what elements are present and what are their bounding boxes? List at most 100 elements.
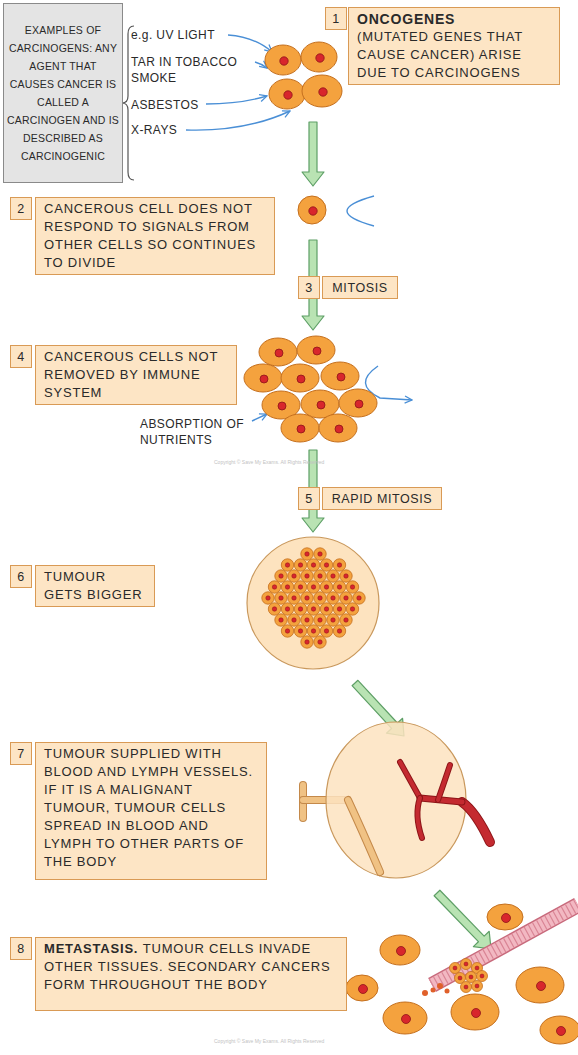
cell-nucleus: [318, 574, 322, 578]
tumour-cell: [288, 614, 300, 626]
cell-nucleus: [350, 607, 354, 611]
tumour-cell: [268, 581, 280, 593]
vessel: [417, 798, 422, 838]
step-box: METASTASIS.TUMOUR CELLS INVADE OTHER TIS…: [35, 937, 347, 1011]
cell-nucleus: [313, 347, 321, 355]
cell: [383, 1002, 427, 1034]
cell-nucleus: [284, 91, 292, 99]
carcinogen-example: TAR IN TOBACCO SMOKE: [131, 54, 255, 86]
step-number: 2: [17, 201, 25, 217]
step-number-box: 4: [10, 345, 32, 368]
spreading-cell: [437, 983, 443, 989]
tumour-cell: [275, 614, 287, 626]
cell-nucleus: [453, 966, 457, 970]
tumour-cell: [307, 559, 319, 571]
cell: [346, 975, 378, 1001]
tumour-cell: [301, 548, 313, 560]
tumour-cell: [288, 592, 300, 604]
tumour-cell: [307, 603, 319, 615]
cell-nucleus: [324, 607, 328, 611]
copyright-watermark: Copyright © Save My Exams. All Rights Re…: [214, 459, 374, 465]
tumour-cell: [314, 548, 326, 560]
annotation: ABSORPTION OF NUTRIENTS: [140, 416, 250, 448]
cell-nucleus: [335, 425, 343, 433]
tumour-cell: [314, 570, 326, 582]
cell-nucleus: [298, 607, 302, 611]
vessel: [438, 765, 450, 800]
cell-nucleus: [279, 596, 283, 600]
cell: [319, 414, 357, 442]
cell-nucleus: [311, 585, 315, 589]
cell: [516, 967, 564, 1003]
cell-cluster: [265, 42, 342, 109]
vessel-outline: [400, 762, 420, 798]
cell-nucleus: [337, 585, 341, 589]
tumour-cell: [275, 592, 287, 604]
tumour-cell: [333, 603, 345, 615]
agent-arrow: [228, 35, 272, 52]
cell-nucleus: [318, 618, 322, 622]
tumour-outline: [247, 537, 379, 669]
step-number: 3: [305, 280, 313, 296]
process-label: RAPID MITOSIS: [332, 491, 433, 507]
signal-arrow: [347, 196, 374, 226]
copyright-watermark: Copyright © Save My Exams. All Rights Re…: [214, 1038, 374, 1044]
cell-nucleus: [285, 585, 289, 589]
cell-nucleus: [266, 596, 270, 600]
vessel: [462, 802, 490, 842]
cell: [380, 935, 420, 965]
vessel: [400, 762, 420, 798]
cell: [298, 196, 326, 224]
cell-nucleus: [318, 596, 322, 600]
cell-nucleus: [260, 375, 268, 383]
illustration-layer: [122, 26, 578, 1044]
tumour-cell: [340, 592, 352, 604]
cell-nucleus: [318, 552, 322, 556]
process-box: MITOSIS: [322, 276, 398, 299]
cell-nucleus: [472, 1009, 481, 1018]
cell-nucleus: [297, 375, 305, 383]
vessel: [348, 800, 380, 872]
cell-nucleus: [331, 596, 335, 600]
spreading-cell: [431, 988, 436, 993]
metastasis-scene: [346, 904, 578, 1044]
tumour-cell: [333, 625, 345, 637]
tumour-cell: [461, 959, 472, 970]
cell-nucleus: [317, 401, 325, 409]
vessel-outline: [417, 798, 422, 838]
tumour-cell: [294, 581, 306, 593]
cell-cluster: [244, 336, 377, 442]
step-text: TUMOUR SUPPLIED WITH BLOOD AND LYMPH VES…: [44, 746, 253, 869]
cell-nucleus: [480, 974, 484, 978]
tumour-cell: [346, 603, 358, 615]
vessel-outline: [438, 765, 450, 800]
cell: [540, 1016, 578, 1044]
flow-arrow: [302, 122, 324, 186]
cell-nucleus: [324, 563, 328, 567]
cell-nucleus: [309, 207, 317, 215]
tumour-cell: [314, 592, 326, 604]
step-number-box: 2: [10, 197, 32, 220]
tumour-cell: [294, 625, 306, 637]
agent-arrow: [252, 414, 267, 421]
step-box: CANCEROUS CELLS NOT REMOVED BY IMMUNE SY…: [35, 345, 237, 405]
step-number-box: 1: [325, 7, 347, 30]
agent-arrow: [206, 96, 267, 104]
tumour-cell: [340, 614, 352, 626]
cell: [297, 336, 335, 364]
tumour-cell: [301, 614, 313, 626]
tumour-cell: [461, 982, 472, 993]
cell-nucleus: [292, 618, 296, 622]
cell-nucleus: [537, 982, 546, 991]
cell-nucleus: [305, 640, 309, 644]
cell-nucleus: [292, 596, 296, 600]
cell-nucleus: [475, 984, 479, 988]
process-box: RAPID MITOSIS: [322, 487, 442, 510]
carcinogen-example: X-RAYS: [131, 122, 241, 138]
cell-nucleus: [311, 563, 315, 567]
cell-nucleus: [324, 585, 328, 589]
step-number: 1: [332, 11, 340, 27]
tumour-cell: [281, 625, 293, 637]
step-text: (MUTATED GENES THAT CAUSE CANCER) ARISE …: [357, 29, 523, 80]
step-box: ONCOGENES(MUTATED GENES THAT CAUSE CANCE…: [348, 7, 560, 85]
